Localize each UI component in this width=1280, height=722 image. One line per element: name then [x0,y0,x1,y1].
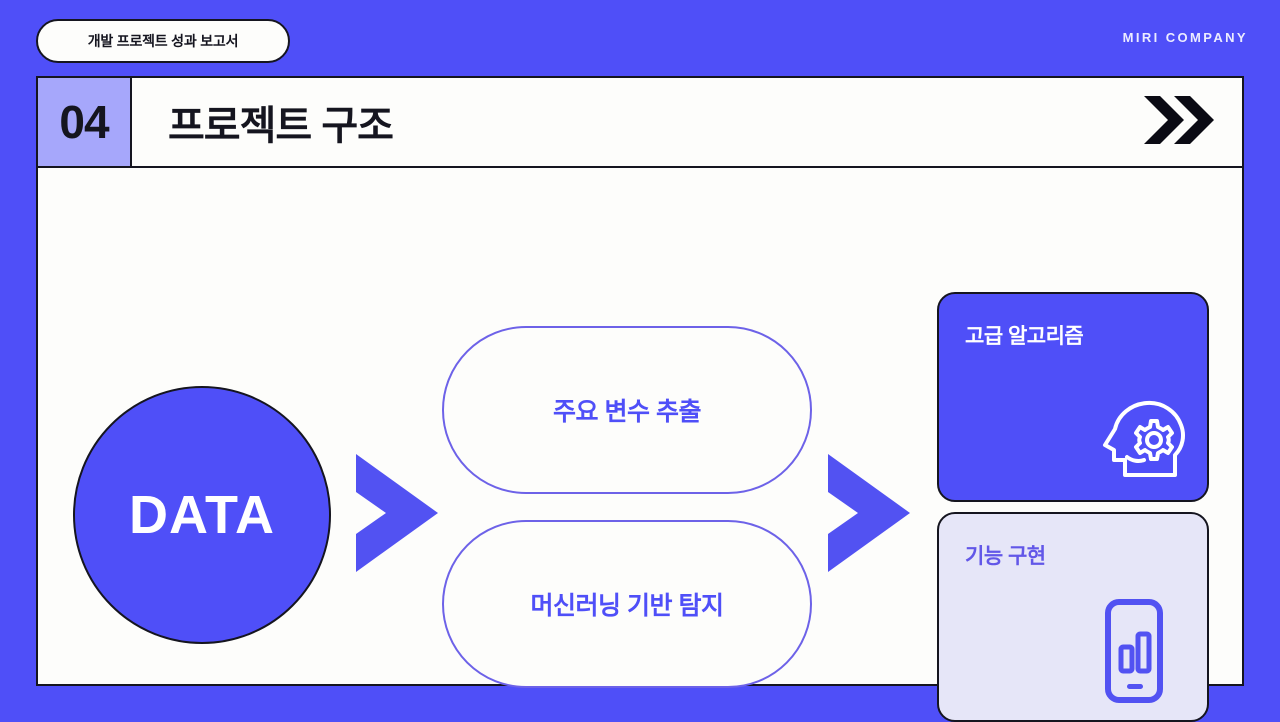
slide-panel: 04 프로젝트 구조 DATA [36,76,1244,722]
document-title-pill: 개발 프로젝트 성과 보고서 [36,19,290,63]
section-number-badge: 04 [38,78,132,166]
double-chevron-right-icon [1140,92,1214,153]
section-header: 04 프로젝트 구조 [38,78,1242,168]
process-step-2-label: 머신러닝 기반 탐지 [530,592,724,620]
process-step-2[interactable]: 머신러닝 기반 탐지 [442,520,812,688]
document-title-text: 개발 프로젝트 성과 보고서 [87,33,239,49]
outcome-card-algorithm[interactable]: 고급 알고리즘 [937,292,1209,502]
diagram-body: DATA 주요 변수 추출 머신러닝 기반 탐지 [38,168,1242,722]
data-source-circle: DATA [73,386,331,644]
process-step-1[interactable]: 주요 변수 추출 [442,326,812,494]
mobile-bar-chart-icon [1103,597,1165,710]
flow-arrow-1 [350,452,442,579]
header-chevron-group [1140,78,1242,166]
company-name: MIRI COMPANY [1122,30,1248,45]
section-title-container: 프로젝트 구조 [132,78,1140,166]
outcome-card-algorithm-title: 고급 알고리즘 [965,325,1084,348]
outcome-card-implementation-title: 기능 구현 [965,545,1046,568]
outcome-card-implementation[interactable]: 기능 구현 [937,512,1209,722]
chevron-right-arrow-icon [822,454,914,578]
flow-arrow-2 [822,452,914,579]
top-bar: 개발 프로젝트 성과 보고서 MIRI COMPANY [0,0,1280,76]
process-step-1-label: 주요 변수 추출 [553,398,701,426]
section-number-text: 04 [59,96,109,148]
head-with-gear-icon [1097,391,1189,488]
chevron-right-arrow-icon [350,454,442,578]
section-title-text: 프로젝트 구조 [168,104,394,148]
data-source-label: DATA [129,485,275,545]
